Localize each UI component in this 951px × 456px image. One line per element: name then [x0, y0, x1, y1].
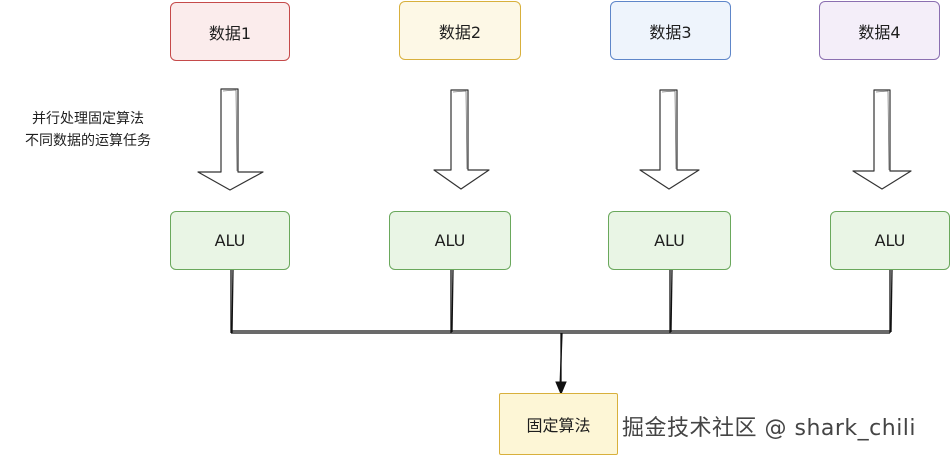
- caption-line-2: 不同数据的运算任务: [25, 133, 151, 149]
- alu-label: ALU: [214, 231, 246, 250]
- data-node-label: 数据3: [649, 22, 692, 42]
- data-node-1: 数据1: [170, 2, 290, 61]
- alu-label: ALU: [654, 231, 685, 250]
- data-node-2: 数据2: [399, 1, 521, 60]
- alu-node-1: ALU: [170, 211, 290, 270]
- caption-line-1: 并行处理固定算法: [32, 111, 144, 127]
- arrow-head-icon: [555, 381, 567, 396]
- data-node-3: 数据3: [610, 1, 731, 60]
- connector-lines: [230, 269, 893, 389]
- parallel-caption: 并行处理固定算法 不同数据的运算任务: [8, 108, 168, 152]
- data-node-4: 数据4: [819, 1, 940, 60]
- alu-node-2: ALU: [389, 211, 511, 270]
- arrow-down-icon: [433, 89, 490, 190]
- alu-node-4: ALU: [830, 211, 950, 270]
- watermark: 掘金技术社区 @ shark_chili: [622, 416, 917, 441]
- data-node-label: 数据2: [438, 22, 482, 42]
- data-node-label: 数据4: [858, 22, 901, 42]
- data-node-label: 数据1: [208, 23, 252, 43]
- arrow-down-icon: [852, 89, 912, 190]
- alu-label: ALU: [874, 231, 906, 250]
- alu-node-3: ALU: [608, 211, 731, 270]
- arrow-down-icon: [639, 89, 700, 190]
- alu-label: ALU: [434, 231, 466, 250]
- fixed-algorithm-node: 固定算法: [499, 393, 618, 455]
- fixed-algorithm-label: 固定算法: [526, 416, 591, 435]
- arrow-down-icon: [197, 88, 264, 191]
